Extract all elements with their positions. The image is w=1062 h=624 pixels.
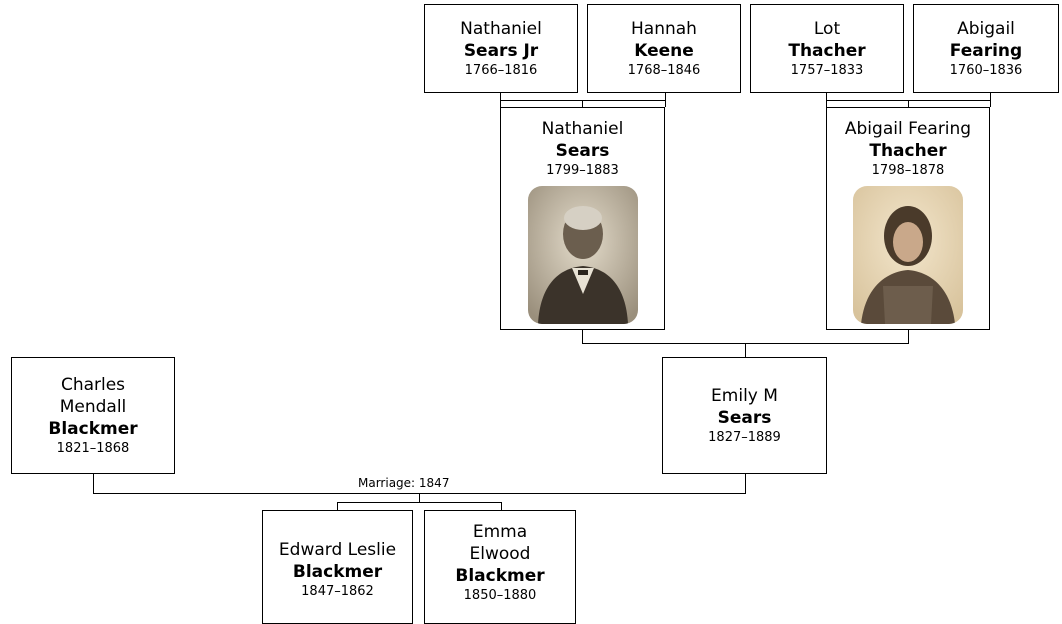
life-dates: 1821–1868	[56, 440, 130, 456]
given-name: Mendall	[59, 396, 127, 417]
surname: Sears Jr	[463, 40, 539, 61]
surname: Blackmer	[292, 562, 383, 582]
life-dates: 1827–1889	[708, 429, 781, 445]
life-dates: 1768–1846	[627, 62, 701, 78]
given-name: Charles	[60, 374, 126, 395]
given-name: Elwood	[469, 544, 531, 564]
marriage-label: Marriage: 1847	[356, 476, 452, 490]
surname: Blackmer	[48, 418, 138, 439]
connector	[337, 502, 502, 503]
connector	[337, 502, 338, 510]
given-name: Abigail	[957, 18, 1015, 39]
surname: Sears	[717, 407, 772, 428]
connector	[745, 343, 746, 357]
portrait-photo	[527, 186, 638, 324]
life-dates: 1799–1883	[546, 163, 619, 178]
life-dates: 1757–1833	[790, 62, 864, 78]
connector	[665, 93, 666, 107]
person-card-nathaniel-sears-jr[interactable]: Nathaniel Sears Jr 1766–1816	[424, 4, 578, 93]
given-name: Nathaniel	[541, 119, 624, 139]
life-dates: 1850–1880	[463, 588, 537, 603]
person-card-abigail-fearing[interactable]: Abigail Fearing 1760–1836	[913, 4, 1059, 93]
given-name: Emily M	[711, 385, 778, 406]
person-card-abigail-fearing-thacher[interactable]: Abigail Fearing Thacher 1798–1878	[826, 107, 990, 330]
connector	[745, 474, 746, 493]
surname: Keene	[634, 40, 694, 61]
connector	[501, 502, 502, 510]
connector	[908, 330, 909, 343]
surname: Fearing	[949, 40, 1023, 61]
portrait-photo-woman	[853, 186, 963, 324]
person-card-lot-thacher[interactable]: Lot Thacher 1757–1833	[750, 4, 904, 93]
person-card-emily-m-sears[interactable]: Emily M Sears 1827–1889	[662, 357, 827, 474]
portrait-photo	[853, 186, 963, 324]
given-name: Lot	[813, 18, 841, 39]
given-name: Hannah	[631, 18, 697, 39]
connector	[419, 493, 420, 502]
given-name: Edward Leslie	[278, 540, 397, 560]
given-name: Emma	[472, 522, 528, 542]
surname: Thacher	[869, 141, 947, 161]
connector	[582, 100, 583, 107]
given-name: Nathaniel	[460, 18, 542, 39]
connector	[908, 100, 909, 107]
surname: Sears	[555, 141, 610, 161]
connector	[93, 474, 94, 493]
connector	[990, 93, 991, 107]
life-dates: 1798–1878	[871, 163, 945, 178]
person-card-hannah-keene[interactable]: Hannah Keene 1768–1846	[587, 4, 741, 93]
person-card-nathaniel-sears[interactable]: Nathaniel Sears 1799–1883	[500, 107, 665, 330]
portrait-photo-older-man	[527, 186, 638, 324]
surname: Thacher	[788, 40, 866, 61]
person-card-emma-elwood-blackmer[interactable]: Emma Elwood Blackmer 1850–1880	[424, 510, 576, 624]
given-name: Abigail Fearing	[844, 119, 972, 139]
life-dates: 1847–1862	[301, 584, 374, 599]
life-dates: 1766–1816	[464, 62, 538, 78]
life-dates: 1760–1836	[949, 62, 1023, 78]
connector	[582, 330, 583, 343]
person-card-edward-leslie-blackmer[interactable]: Edward Leslie Blackmer 1847–1862	[262, 510, 413, 624]
surname: Blackmer	[455, 566, 545, 586]
person-card-charles-mendall-blackmer[interactable]: Charles Mendall Blackmer 1821–1868	[11, 357, 175, 474]
